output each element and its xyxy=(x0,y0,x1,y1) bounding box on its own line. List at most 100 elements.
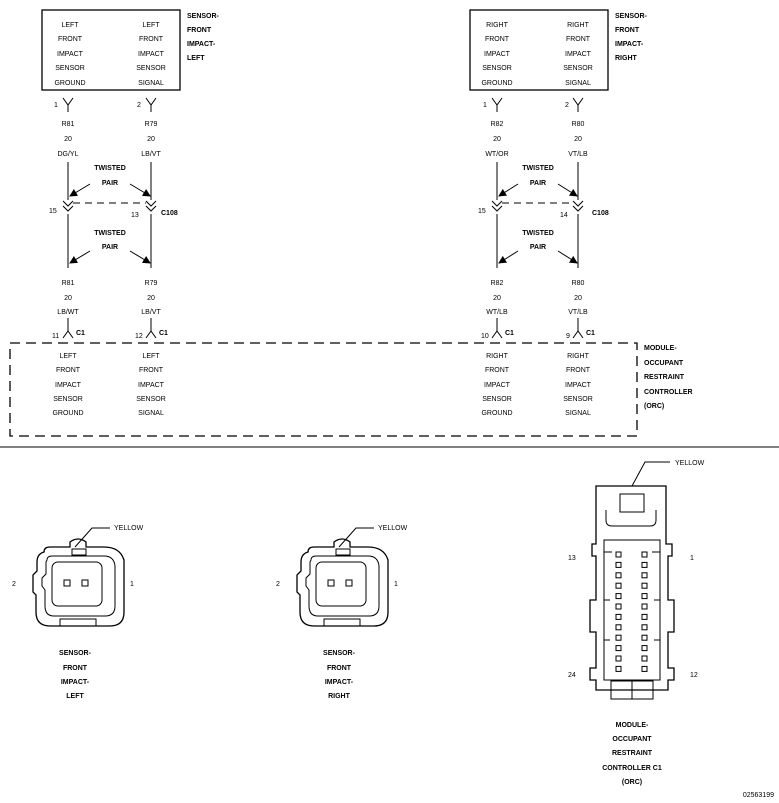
svg-text:FRONT: FRONT xyxy=(615,27,640,34)
svg-text:SIGNAL: SIGNAL xyxy=(565,410,591,417)
module-orc-box: LEFT FRONT IMPACT SENSOR GROUND LEFT FRO… xyxy=(9,342,638,437)
c108-left-pin-a: 15 xyxy=(49,208,57,215)
svg-text:RESTRAINT: RESTRAINT xyxy=(644,374,685,381)
connector-right-caption: SENSOR- FRONT IMPACT- RIGHT xyxy=(323,650,356,700)
orc-pin-cavity xyxy=(641,634,648,641)
right-top-pin-a: 1 xyxy=(483,102,487,109)
svg-text:RIGHT: RIGHT xyxy=(486,353,509,360)
orc-pin-cavity xyxy=(641,593,648,600)
svg-text:SENSOR-: SENSOR- xyxy=(59,650,92,657)
svg-text:RIGHT: RIGHT xyxy=(615,55,638,62)
svg-text:LB/VT: LB/VT xyxy=(141,309,161,316)
svg-text:FRONT: FRONT xyxy=(139,36,164,43)
figure-id: 02563199 xyxy=(743,792,774,799)
svg-text:OCCUPANT: OCCUPANT xyxy=(612,736,652,743)
orc-pin-cavity xyxy=(641,665,648,672)
svg-text:RESTRAINT: RESTRAINT xyxy=(612,750,653,757)
orc-pin-cavity xyxy=(615,655,622,662)
right-top-pin-b: 2 xyxy=(565,102,569,109)
left-top-pin-a: 1 xyxy=(54,102,58,109)
svg-text:R82: R82 xyxy=(491,280,504,287)
svg-text:CONTROLLER C1: CONTROLLER C1 xyxy=(602,765,662,772)
svg-text:WT/OR: WT/OR xyxy=(485,151,508,158)
svg-text:WT/LB: WT/LB xyxy=(486,309,508,316)
svg-text:VT/LB: VT/LB xyxy=(568,151,588,158)
svg-text:SENSOR: SENSOR xyxy=(136,396,166,403)
connector-left-pin-1: 1 xyxy=(130,581,134,588)
module-pin12-text: LEFT FRONT IMPACT SENSOR SIGNAL xyxy=(136,353,166,417)
orc-pin-cavity xyxy=(615,593,622,600)
svg-text:RIGHT: RIGHT xyxy=(486,22,509,29)
svg-text:20: 20 xyxy=(493,136,501,143)
svg-text:RIGHT: RIGHT xyxy=(567,22,590,29)
svg-text:FRONT: FRONT xyxy=(566,367,591,374)
module-pin11-text: LEFT FRONT IMPACT SENSOR GROUND xyxy=(52,353,83,417)
svg-text:IMPACT-: IMPACT- xyxy=(615,41,644,48)
orc-pin-cavity xyxy=(641,655,648,662)
svg-text:SIGNAL: SIGNAL xyxy=(138,80,164,87)
c108-connector-left xyxy=(62,200,157,212)
svg-text:PAIR: PAIR xyxy=(530,244,546,251)
sensor-right-pin1-text: RIGHT FRONT IMPACT SENSOR GROUND xyxy=(481,22,512,87)
svg-text:IMPACT-: IMPACT- xyxy=(187,41,216,48)
svg-text:FRONT: FRONT xyxy=(566,36,591,43)
svg-text:R81: R81 xyxy=(62,280,75,287)
connector-view-sensor-right xyxy=(296,527,389,627)
connector-view-sensor-left xyxy=(32,527,125,627)
orc-pin-cavity xyxy=(615,603,622,610)
svg-text:MODULE-: MODULE- xyxy=(616,722,649,729)
twisted-pair-lower-right: TWISTED PAIR xyxy=(498,230,578,264)
module-c1-terminals xyxy=(62,322,584,339)
svg-text:SIGNAL: SIGNAL xyxy=(138,410,164,417)
svg-text:PAIR: PAIR xyxy=(102,244,118,251)
svg-text:IMPACT: IMPACT xyxy=(565,51,592,58)
svg-text:PAIR: PAIR xyxy=(102,180,118,187)
svg-text:GROUND: GROUND xyxy=(54,80,85,87)
connector-right-color: YELLOW xyxy=(378,525,408,532)
orc-pin-cavity xyxy=(641,624,648,631)
svg-text:20: 20 xyxy=(147,136,155,143)
sensor-front-impact-right-box: RIGHT FRONT IMPACT SENSOR GROUND RIGHT F… xyxy=(469,9,609,91)
orc-pin-cavity xyxy=(641,561,648,568)
orc-pin-cavity xyxy=(615,634,622,641)
left-top-pin-b: 2 xyxy=(137,102,141,109)
orc-pin-cavity xyxy=(641,572,648,579)
sensor-left-pin1-text: LEFT FRONT IMPACT SENSOR GROUND xyxy=(54,22,85,87)
svg-text:20: 20 xyxy=(147,295,155,302)
wires-lower xyxy=(67,318,579,330)
wire-label-left-b-bottom: R79 20 LB/VT xyxy=(141,280,161,316)
svg-text:LEFT: LEFT xyxy=(142,353,160,360)
svg-text:R81: R81 xyxy=(62,121,75,128)
wire-label-right-b-top: R80 20 VT/LB xyxy=(568,121,588,158)
c108-connector-right xyxy=(491,200,584,212)
svg-text:IMPACT: IMPACT xyxy=(484,51,511,58)
orc-pin-cavity xyxy=(641,645,648,652)
svg-text:RIGHT: RIGHT xyxy=(328,693,351,700)
svg-text:IMPACT: IMPACT xyxy=(484,382,511,389)
svg-text:R80: R80 xyxy=(572,121,585,128)
sensor-right-title: SENSOR- FRONT IMPACT- RIGHT xyxy=(615,13,648,62)
c108-right-pin-b: 14 xyxy=(560,212,568,219)
twisted-pair-lower-left: TWISTED PAIR xyxy=(69,230,151,264)
svg-text:SENSOR: SENSOR xyxy=(563,396,593,403)
svg-text:SENSOR-: SENSOR- xyxy=(187,13,220,20)
svg-text:TWISTED: TWISTED xyxy=(522,165,554,172)
module-pin9-text: RIGHT FRONT IMPACT SENSOR SIGNAL xyxy=(563,353,593,417)
svg-text:R79: R79 xyxy=(145,121,158,128)
connector-orc-caption: MODULE- OCCUPANT RESTRAINT CONTROLLER C1… xyxy=(602,722,662,786)
svg-text:LEFT: LEFT xyxy=(187,55,205,62)
module-conn-c1-c: C1 xyxy=(505,330,514,337)
connector-right-pin-2: 2 xyxy=(276,581,280,588)
module-pin-9: 9 xyxy=(566,333,570,340)
sensor-left-pin2-text: LEFT FRONT IMPACT SENSOR SIGNAL xyxy=(136,22,166,87)
svg-text:LEFT: LEFT xyxy=(59,353,77,360)
svg-text:TWISTED: TWISTED xyxy=(94,230,126,237)
wires xyxy=(67,162,579,268)
c108-right-pin-a: 15 xyxy=(478,208,486,215)
svg-text:FRONT: FRONT xyxy=(187,27,212,34)
svg-text:RIGHT: RIGHT xyxy=(567,353,590,360)
module-conn-c1-a: C1 xyxy=(76,330,85,337)
orc-pin-cavity xyxy=(615,561,622,568)
connector-orc-pin-13: 13 xyxy=(568,555,576,562)
svg-text:20: 20 xyxy=(64,136,72,143)
